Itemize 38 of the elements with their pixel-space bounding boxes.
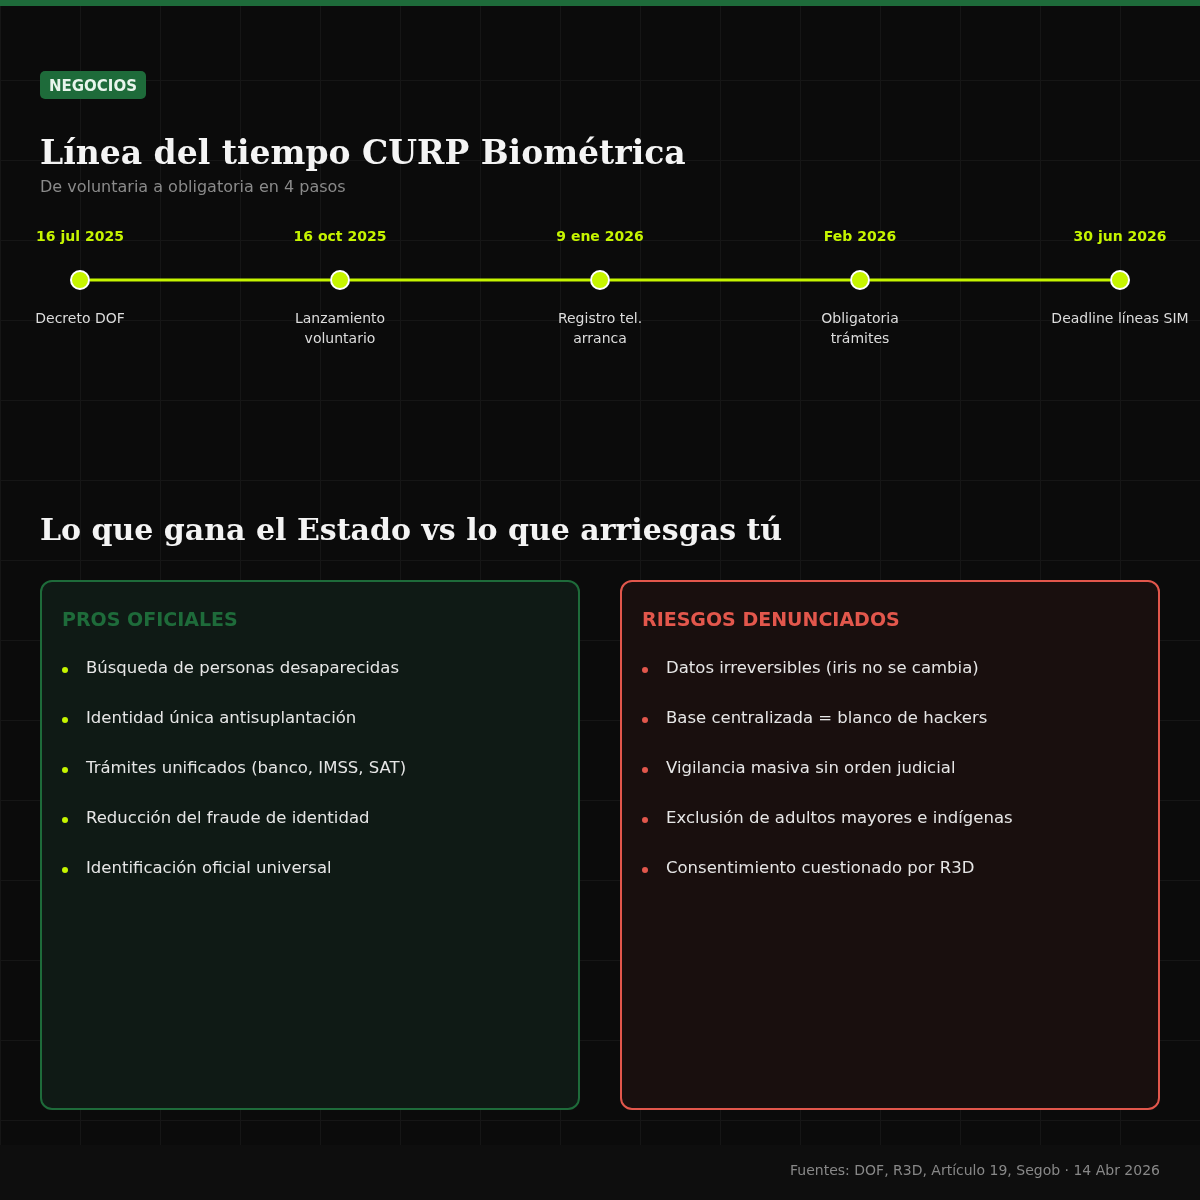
milestone-date: 30 jun 2026 bbox=[1072, 228, 1168, 244]
subtitle: De voluntaria a obligatoria en 4 pasos bbox=[40, 177, 346, 196]
timeline-connector bbox=[870, 278, 1110, 282]
list-item: Búsqueda de personas desaparecidas bbox=[86, 658, 399, 677]
circle-marker bbox=[850, 270, 870, 290]
milestone-label: Deadline líneas SIM bbox=[1050, 309, 1190, 328]
circle-marker bbox=[590, 270, 610, 290]
circle-marker bbox=[70, 270, 90, 290]
milestone-date: 9 ene 2026 bbox=[555, 228, 645, 244]
card-heading: RIESGOS DENUNCIADOS bbox=[642, 608, 900, 630]
list-item: Identificación oficial universal bbox=[86, 858, 332, 877]
list-item: Base centralizada = blanco de hackers bbox=[666, 708, 988, 727]
list-item: Reducción del fraude de identidad bbox=[86, 808, 370, 827]
list-item: Exclusión de adultos mayores e indígenas bbox=[666, 808, 1013, 827]
milestone-date: 16 jul 2025 bbox=[35, 228, 125, 244]
timeline-connector bbox=[350, 278, 590, 282]
milestone-label: Decreto DOF bbox=[34, 309, 126, 328]
timeline-connector bbox=[610, 278, 850, 282]
milestone-date: 16 oct 2025 bbox=[292, 228, 388, 244]
risks-card bbox=[620, 580, 1160, 1110]
list-item: Datos irreversibles (iris no se cambia) bbox=[666, 658, 979, 677]
title: Línea del tiempo CURP Biométrica bbox=[40, 133, 686, 172]
list-item: Trámites unificados (banco, IMSS, SAT) bbox=[86, 758, 407, 777]
circle-marker bbox=[330, 270, 350, 290]
card-heading: PROS OFICIALES bbox=[62, 608, 238, 630]
pros-card bbox=[40, 580, 580, 1110]
timeline-connector bbox=[90, 278, 330, 282]
source-note: Fuentes: DOF, R3D, Artículo 19, Segob · 14 Abr 2026 bbox=[790, 1162, 1160, 1178]
milestone-label: Lanzamiento voluntario bbox=[293, 309, 387, 348]
circle-marker bbox=[1110, 270, 1130, 290]
list-item: Vigilancia masiva sin orden judicial bbox=[666, 758, 956, 777]
list-item: Consentimiento cuestionado por R3D bbox=[666, 858, 975, 877]
milestone-label: Obligatoria trámites bbox=[820, 309, 900, 348]
milestone-label: Registro tel. arranca bbox=[556, 309, 644, 348]
section-tag: NEGOCIOS bbox=[40, 71, 146, 99]
section-heading: Lo que gana el Estado vs lo que arriesgas tú bbox=[40, 512, 783, 547]
list-item: Identidad única antisuplantación bbox=[86, 708, 357, 727]
milestone-date: Feb 2026 bbox=[822, 228, 898, 244]
